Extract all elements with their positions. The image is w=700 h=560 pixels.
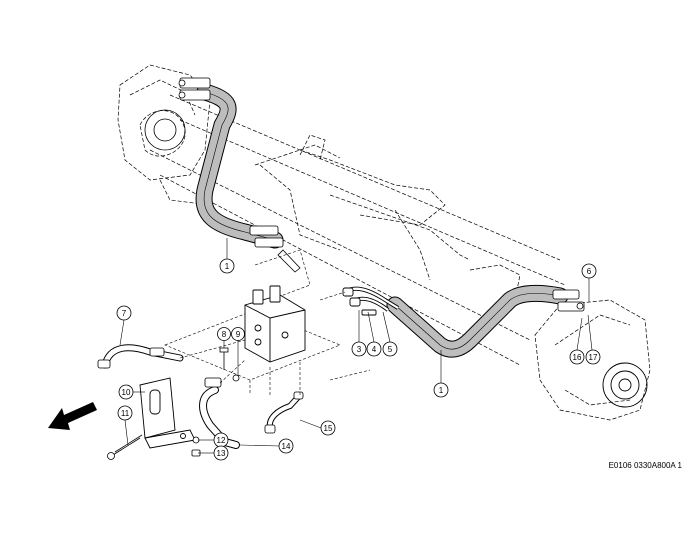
hose-14 [199, 377, 240, 449]
callout-14: 14 [278, 438, 294, 454]
screws-8-9 [219, 347, 240, 382]
svg-text:13: 13 [217, 449, 226, 458]
callout-15: 15 [320, 420, 336, 436]
callout-9: 9 [231, 327, 245, 341]
callout-6: 6 [581, 263, 597, 279]
callout-5: 5 [382, 341, 398, 357]
callout-8: 8 [217, 327, 231, 341]
valve-mount-plate [164, 249, 341, 395]
svg-text:14: 14 [282, 442, 291, 451]
callout-1a: 1 [219, 258, 235, 274]
callout-3: 3 [351, 341, 367, 357]
svg-text:4: 4 [372, 345, 377, 354]
leader-lines [119, 238, 593, 454]
svg-text:8: 8 [222, 330, 227, 339]
svg-text:17: 17 [589, 353, 598, 362]
hose-1-left [195, 83, 284, 249]
callout-7: 7 [116, 305, 132, 321]
right-wheel-hub [602, 362, 648, 408]
hose-fittings-right [552, 289, 585, 312]
bolt-11 [107, 434, 143, 460]
svg-text:3: 3 [357, 345, 362, 354]
svg-text:16: 16 [573, 353, 582, 362]
callout-11: 11 [117, 405, 133, 421]
hose-fittings-lower-left [249, 225, 301, 273]
svg-text:12: 12 [217, 436, 226, 445]
callout-16: 16 [569, 349, 585, 365]
hose-7 [97, 344, 184, 369]
hose-1-right [386, 284, 569, 358]
svg-text:7: 7 [122, 309, 127, 318]
valve-block [244, 285, 306, 363]
callout-13: 13 [213, 445, 229, 461]
svg-text:11: 11 [121, 409, 130, 418]
axle-housing [117, 64, 651, 421]
hose-fittings-upper-left [178, 77, 211, 101]
callout-1b: 1 [433, 382, 449, 398]
routing-lines [179, 291, 371, 395]
bracket-10 [139, 377, 196, 449]
svg-text:5: 5 [388, 345, 393, 354]
svg-text:10: 10 [122, 388, 131, 397]
svg-text:1: 1 [225, 262, 230, 271]
drawing-code: E0106 0330A800A 1 [608, 461, 682, 470]
short-hoses-3-4-5 [342, 286, 400, 316]
direction-arrow-icon [48, 402, 97, 430]
callout-17: 17 [585, 349, 601, 365]
left-wheel-hub [144, 109, 186, 151]
callout-4: 4 [366, 341, 382, 357]
svg-text:15: 15 [324, 424, 333, 433]
svg-text:1: 1 [439, 386, 444, 395]
hose-15 [264, 391, 304, 434]
svg-text:9: 9 [236, 330, 241, 339]
svg-text:6: 6 [587, 267, 592, 276]
callout-12: 12 [213, 432, 229, 448]
callout-10: 10 [118, 384, 134, 400]
